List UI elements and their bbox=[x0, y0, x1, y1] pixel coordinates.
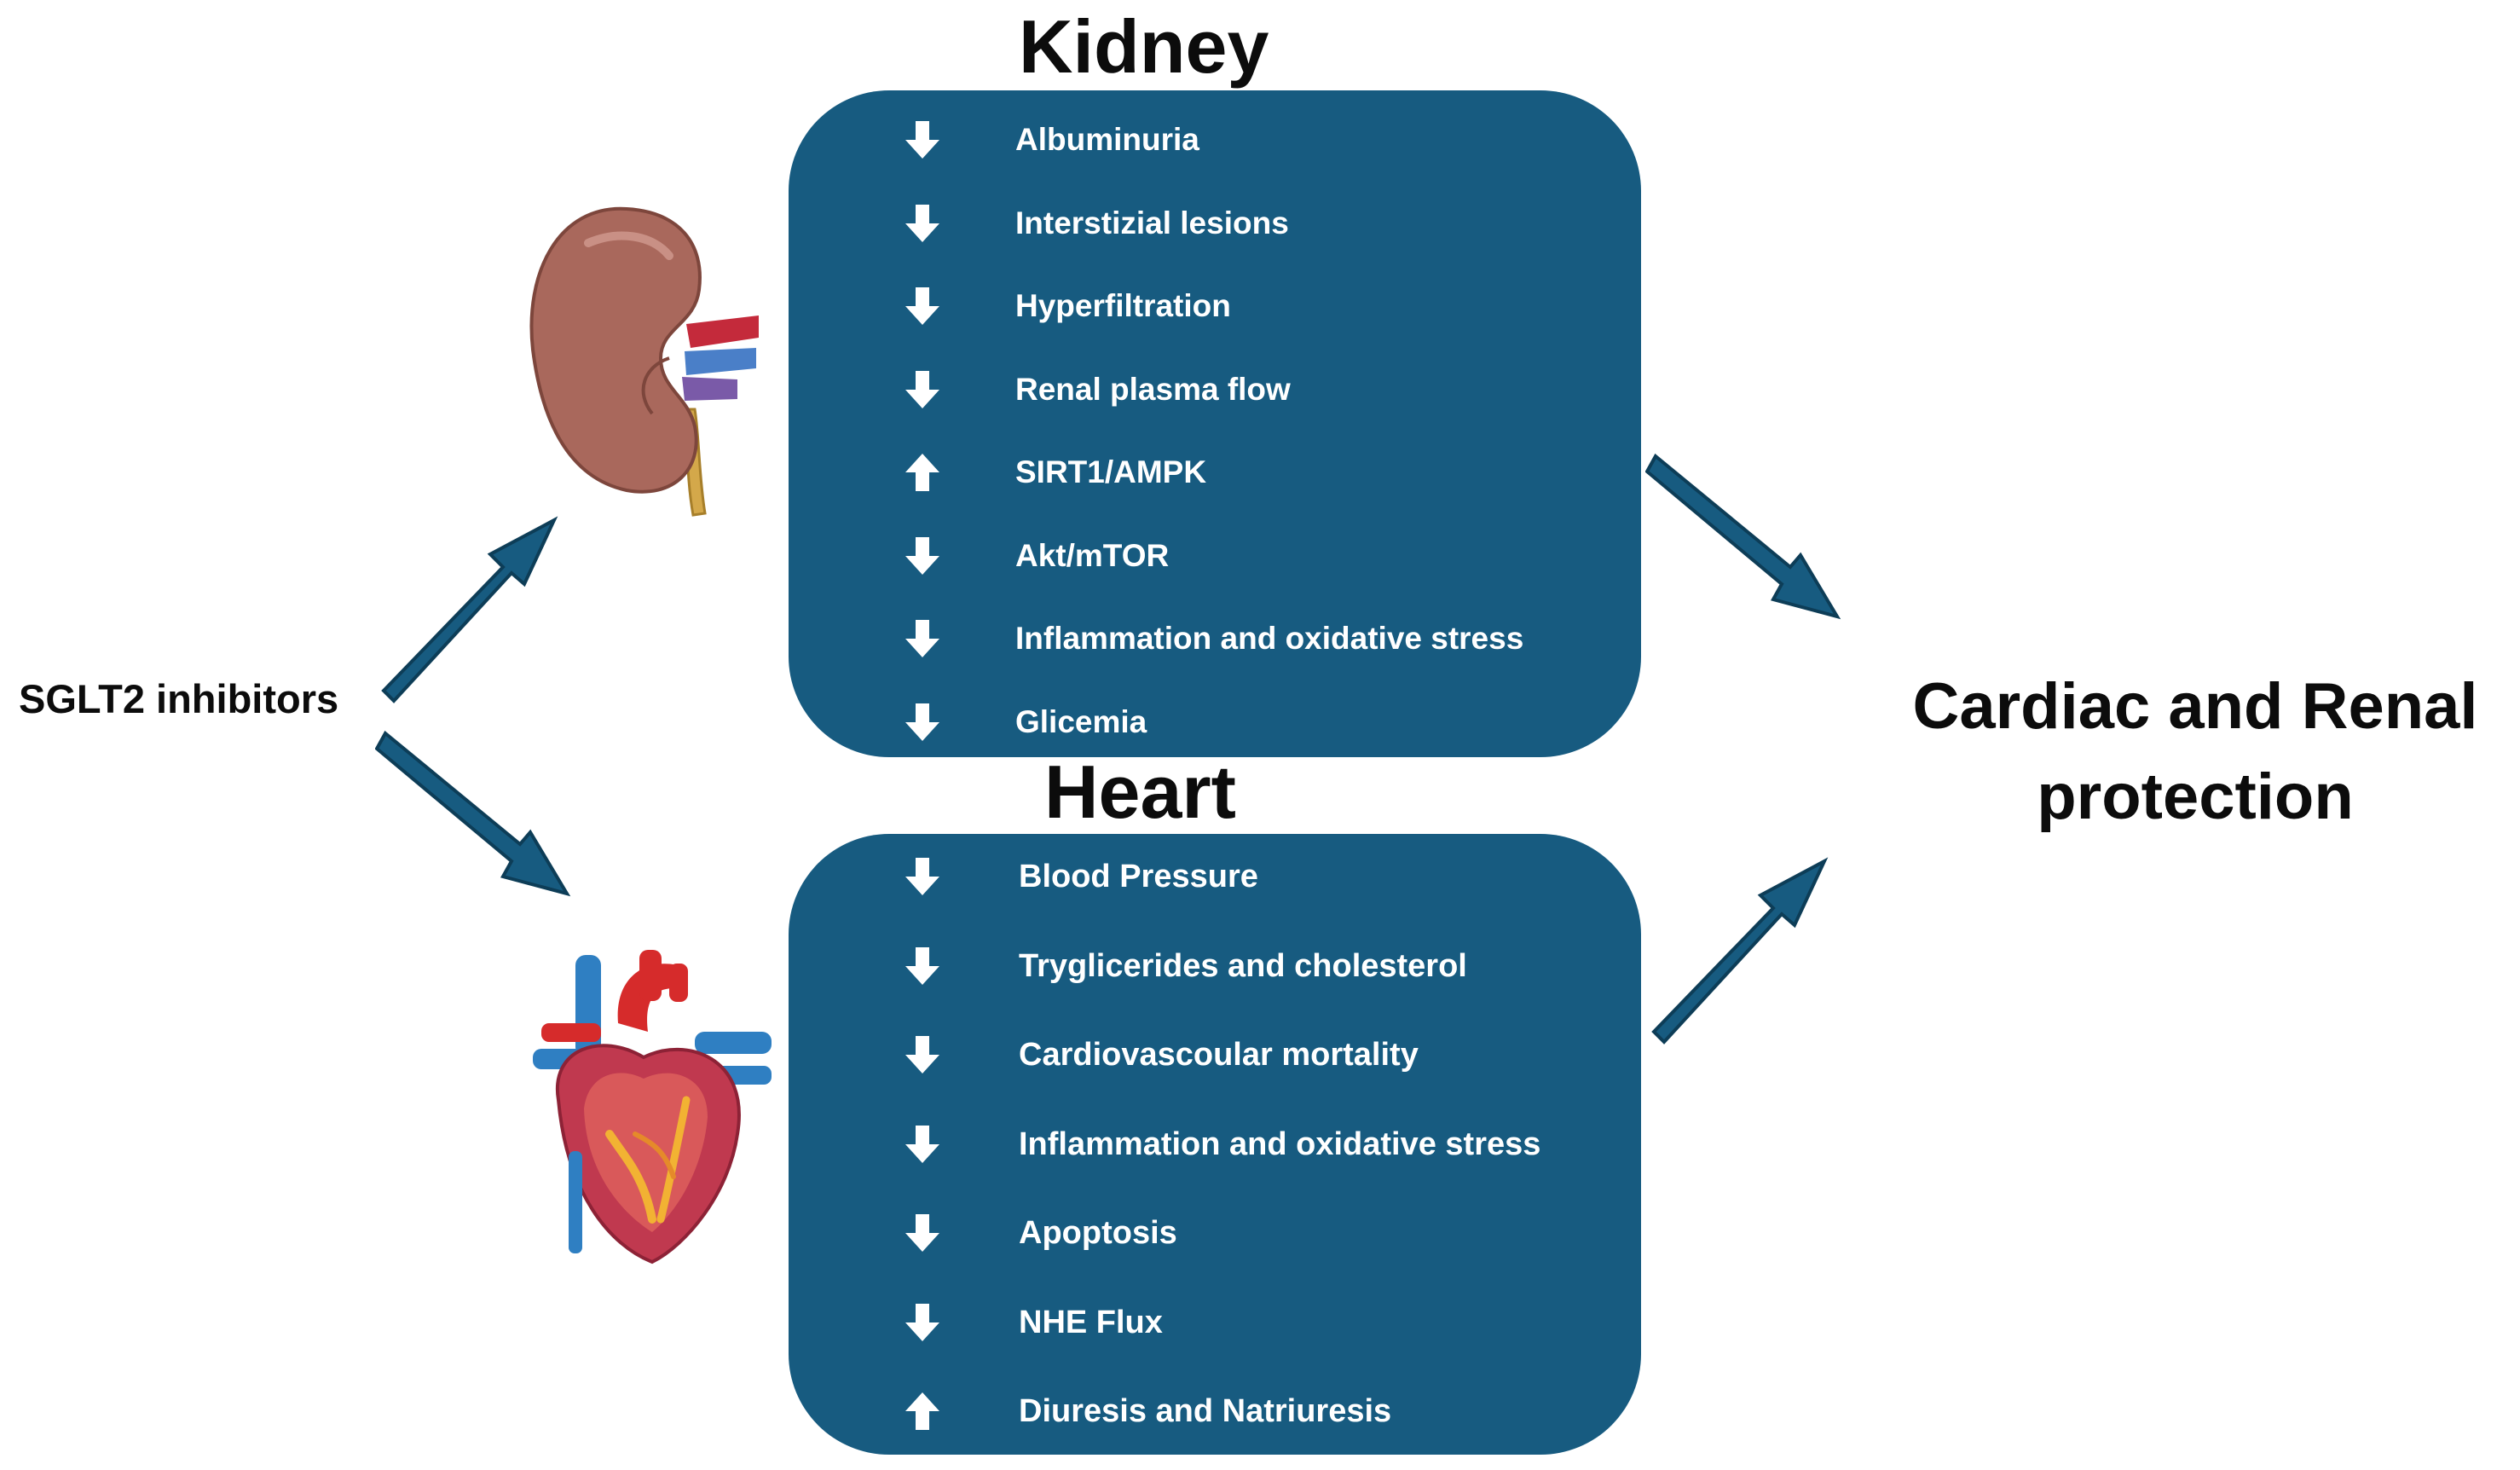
sglt2-inhibitors-label: SGLT2 inhibitors bbox=[19, 676, 339, 721]
heart-section-title: Heart bbox=[1044, 749, 1236, 834]
kidney-effect-item: Inflammation and oxidative stress bbox=[789, 613, 1641, 664]
arrow-down-icon bbox=[905, 121, 939, 159]
arrow-up-icon bbox=[905, 1392, 939, 1430]
heart-effect-label: Blood Pressure bbox=[1019, 859, 1258, 894]
kidney-effect-item: Glicemia bbox=[789, 697, 1641, 748]
kidney-effect-label: Glicemia bbox=[1015, 703, 1147, 739]
arrow-down-icon bbox=[905, 1036, 939, 1074]
kidney-effect-label: Akt/mTOR bbox=[1015, 537, 1170, 573]
heart-effect-item: Apoptosis bbox=[789, 1207, 1641, 1259]
heart-effect-label: Cardiovascoular mortality bbox=[1019, 1037, 1419, 1073]
heart-effect-item: Tryglicerides and cholesterol bbox=[789, 940, 1641, 992]
arrow-heart-to-outcome-icon bbox=[1651, 857, 1829, 1045]
heart-effect-label: Inflammation and oxidative stress bbox=[1019, 1126, 1541, 1162]
heart-effect-item: Inflammation and oxidative stress bbox=[789, 1119, 1641, 1170]
outcome-line-1: Cardiac and Renal bbox=[1912, 670, 2478, 743]
kidney-effect-label: Inflammation and oxidative stress bbox=[1015, 621, 1524, 656]
arrow-down-icon bbox=[905, 536, 939, 575]
arrow-down-icon bbox=[905, 1125, 939, 1163]
arrow-down-icon bbox=[905, 703, 939, 741]
arrow-down-icon bbox=[905, 370, 939, 408]
kidney-effect-label: Renal plasma flow bbox=[1015, 371, 1291, 407]
kidney-effect-label: Hyperfiltration bbox=[1015, 288, 1231, 323]
heart-effect-item: NHE Flux bbox=[789, 1297, 1641, 1348]
heart-effect-item: Blood Pressure bbox=[789, 851, 1641, 902]
arrow-down-icon bbox=[905, 204, 939, 242]
outcome-label: Cardiac and Renal protection bbox=[1871, 662, 2519, 842]
heart-effect-item: Cardiovascoular mortality bbox=[789, 1029, 1641, 1080]
kidney-effect-item: SIRT1/AMPK bbox=[789, 447, 1641, 498]
arrow-down-icon bbox=[905, 287, 939, 325]
kidney-section-title: Kidney bbox=[1019, 4, 1269, 89]
kidney-effect-item: Albuminuria bbox=[789, 114, 1641, 165]
kidney-effect-label: Interstizial lesions bbox=[1015, 205, 1289, 240]
heart-effect-label: Tryglicerides and cholesterol bbox=[1019, 947, 1467, 984]
kidney-effect-item: Hyperfiltration bbox=[789, 281, 1641, 332]
kidney-effect-item: Akt/mTOR bbox=[789, 530, 1641, 582]
outcome-line-2: protection bbox=[2037, 761, 2354, 833]
arrow-to-kidney-icon bbox=[381, 516, 558, 703]
kidney-effect-label: SIRT1/AMPK bbox=[1015, 454, 1207, 489]
arrow-down-icon bbox=[905, 620, 939, 657]
heart-icon bbox=[533, 950, 772, 1265]
arrow-down-icon bbox=[905, 946, 939, 985]
heart-effect-label: Diuresis and Natriuresis bbox=[1019, 1393, 1392, 1429]
kidney-effect-label: Albuminuria bbox=[1015, 122, 1199, 157]
arrow-down-icon bbox=[905, 1214, 939, 1252]
arrow-up-icon bbox=[905, 454, 939, 491]
kidney-effect-item: Interstizial lesions bbox=[789, 198, 1641, 249]
heart-effect-item: Diuresis and Natriuresis bbox=[789, 1386, 1641, 1437]
kidney-icon bbox=[529, 206, 759, 517]
arrow-down-icon bbox=[905, 1303, 939, 1341]
heart-effect-label: NHE Flux bbox=[1019, 1304, 1163, 1340]
arrow-kidney-to-outcome-icon bbox=[1645, 453, 1841, 620]
heart-effect-label: Apoptosis bbox=[1019, 1215, 1177, 1251]
arrow-down-icon bbox=[905, 858, 939, 895]
arrow-to-heart-icon bbox=[375, 730, 571, 897]
kidney-effect-item: Renal plasma flow bbox=[789, 364, 1641, 415]
